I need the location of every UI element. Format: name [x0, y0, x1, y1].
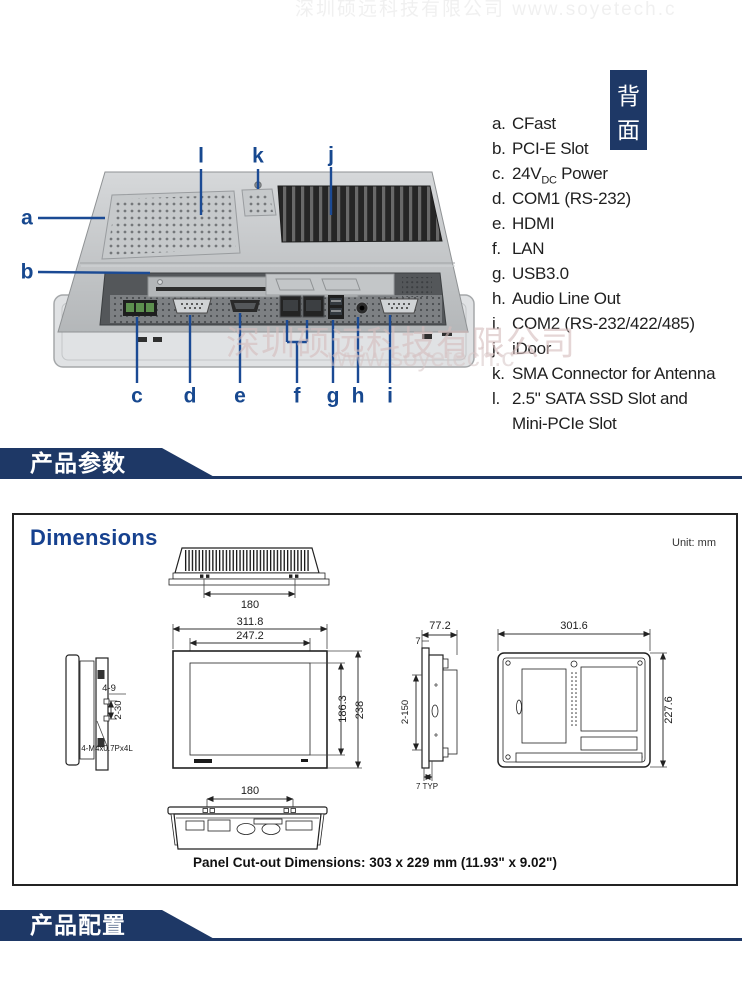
legend-letter: e. [492, 214, 506, 233]
com2-port [379, 298, 419, 314]
rear-view: 301.6 227.6 [497, 620, 675, 768]
legend-letter: d. [492, 189, 506, 208]
legend-text: SMA Connector for Antenna [512, 364, 716, 383]
callout-j: j [328, 143, 334, 167]
legend-text: CFast [512, 114, 556, 133]
legend-item-j: j. iDoor [492, 336, 748, 361]
callout-f: f [293, 384, 301, 408]
sma-area [241, 181, 277, 217]
io-connectors [123, 295, 419, 319]
legend-letter: f. [492, 239, 501, 258]
legend-letter: k. [492, 364, 505, 383]
config-banner-rule [150, 938, 742, 941]
svg-text:7: 7 [415, 636, 420, 647]
legend-letter: g. [492, 264, 506, 283]
panel-cutout-note: Panel Cut-out Dimensions: 303 x 229 mm (… [193, 855, 557, 870]
callout-b: b [20, 260, 34, 284]
svg-text:4-M4x0.7Px4L: 4-M4x0.7Px4L [81, 744, 133, 753]
com1-port [172, 298, 212, 314]
svg-text:311.8: 311.8 [237, 616, 264, 628]
legend-item-i: i. COM2 (RS-232/422/485) [492, 311, 748, 336]
legend-text: COM2 (RS-232/422/485) [512, 314, 695, 333]
port-legend: a. CFast b. PCI-E Slot c. 24VDC Power d. COM1 (… [492, 111, 748, 436]
svg-text:2-150: 2-150 [400, 700, 411, 724]
legend-item-e: e. HDMI [492, 211, 748, 236]
svg-text:4-9: 4-9 [102, 683, 116, 694]
legend-letter: l. [492, 389, 500, 408]
svg-text:247.2: 247.2 [236, 630, 264, 642]
badge-char-1: 背 [617, 83, 640, 109]
svg-text:180: 180 [241, 785, 259, 797]
section-title-config: 产品配置 [30, 912, 126, 938]
bottom-view: 180 [167, 785, 328, 850]
legend-text: 2.5" SATA SSD Slot and [512, 389, 688, 408]
callout-k: k [252, 144, 264, 168]
legend-item-l: l. 2.5" SATA SSD Slot and [492, 386, 748, 411]
dimensions-panel: Dimensions Unit: mm [12, 513, 738, 886]
legend-text: COM1 (RS-232) [512, 189, 631, 208]
legend-item-d: d. COM1 (RS-232) [492, 186, 748, 211]
front-view: 311.8 247.2 186.3 238 [172, 616, 366, 769]
back-side-badge: 背 面 [610, 70, 647, 150]
svg-text:7 TYP: 7 TYP [416, 782, 438, 791]
legend-item-c: c. 24VDC Power [492, 161, 748, 186]
legend-text: iDoor [512, 339, 552, 358]
svg-text:301.6: 301.6 [560, 620, 588, 632]
legend-item-continuation: Mini-PCIe Slot [492, 411, 748, 436]
vent-panel [101, 190, 241, 260]
side-view-right: 77.2 7 2-150 7 TYP [400, 620, 458, 791]
callout-c: c [131, 384, 143, 408]
section-banner-config: 产品配置 [0, 910, 218, 941]
top-view: 180 [168, 547, 330, 611]
callout-h: h [351, 384, 365, 408]
callout-i: i [387, 384, 393, 408]
svg-text:238: 238 [354, 701, 366, 719]
legend-text: HDMI [512, 214, 555, 233]
dimensions-drawing: 180 311.8 247.2 186.3 238 [65, 547, 675, 850]
watermark-top: 深圳硕远科技有限公司 www.soyetech.c [295, 0, 677, 20]
heatsink-fins [277, 185, 443, 243]
callout-l: l [198, 144, 204, 168]
legend-text: Audio Line Out [512, 289, 621, 308]
svg-text:2-30: 2-30 [113, 700, 124, 719]
callout-lines [37, 167, 392, 383]
section-title-params: 产品参数 [30, 450, 126, 476]
callout-g: g [326, 384, 340, 408]
legend-item-f: f. LAN [492, 236, 748, 261]
legend-text: PCI-E Slot [512, 139, 589, 158]
dimensions-title: Dimensions [30, 525, 158, 550]
legend-item-b: b. PCI-E Slot [492, 136, 748, 161]
svg-text:186.3: 186.3 [337, 695, 349, 723]
legend-item-a: a. CFast [492, 111, 748, 136]
section-banner-params: 产品参数 [0, 448, 218, 479]
legend-letter: i. [492, 314, 500, 333]
legend-text: USB3.0 [512, 264, 569, 283]
dimensions-unit: Unit: mm [672, 537, 716, 549]
legend-letter: c. [492, 164, 505, 183]
legend-letter: j. [492, 339, 500, 358]
legend-text: 24VDC Power [512, 164, 608, 187]
params-banner-rule [150, 476, 742, 479]
callout-e: e [234, 384, 246, 408]
legend-item-k: k. SMA Connector for Antenna [492, 361, 748, 386]
badge-char-2: 面 [617, 117, 640, 143]
legend-item-h: h. Audio Line Out [492, 286, 748, 311]
callout-d: d [183, 384, 197, 408]
legend-letter: h. [492, 289, 506, 308]
callout-a: a [21, 206, 33, 230]
device-rear-drawing [37, 167, 475, 383]
svg-text:77.2: 77.2 [429, 620, 450, 632]
legend-text: LAN [512, 239, 545, 258]
svg-text:227.6: 227.6 [663, 696, 675, 724]
legend-letter: b. [492, 139, 506, 158]
legend-letter: a. [492, 114, 506, 133]
legend-item-g: g. USB3.0 [492, 261, 748, 286]
side-view-left: 4-9 2-30 4-M4x0.7Px4L [65, 654, 133, 771]
legend-text: Mini-PCIe Slot [512, 414, 617, 433]
svg-text:180: 180 [241, 599, 259, 611]
